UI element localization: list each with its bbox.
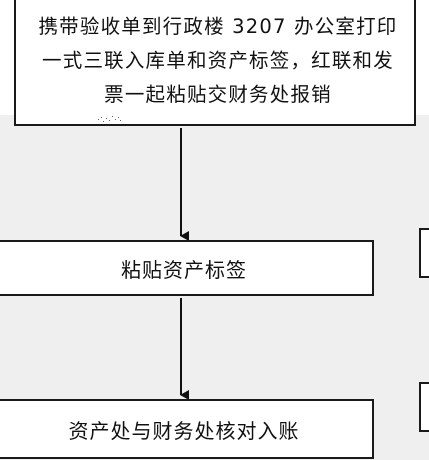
step-box-attach-labels: 粘贴资产标签: [0, 240, 374, 296]
side-box-partial-1: [419, 228, 429, 278]
step-box-print-receipts: 携带验收单到行政楼 3207 办公室打印一式三联入库单和资产标签，红联和发票一起…: [14, 0, 416, 126]
step-text-print-receipts: 携带验收单到行政楼 3207 办公室打印一式三联入库单和资产标签，红联和发票一起…: [38, 15, 398, 106]
step-text-reconcile-accounts: 资产处与财务处核对入账: [68, 418, 300, 443]
step-text-attach-labels: 粘贴资产标签: [121, 257, 247, 282]
side-box-partial-2: [419, 382, 429, 432]
step-box-reconcile-accounts: 资产处与财务处核对入账: [0, 399, 374, 459]
noise-artifact: [98, 116, 121, 122]
